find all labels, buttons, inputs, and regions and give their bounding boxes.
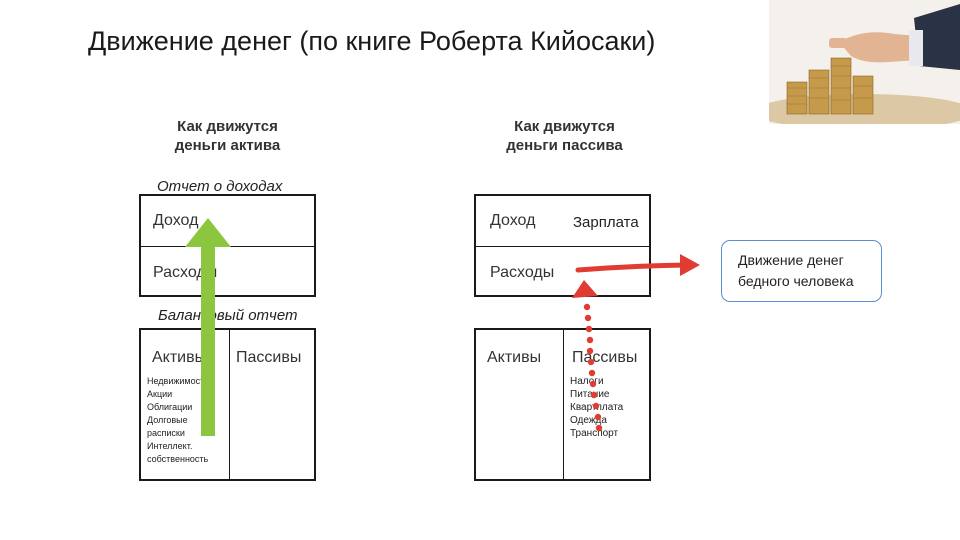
list-item: Недвижимость	[147, 376, 209, 386]
asset-heading-line2: деньги актива	[174, 137, 281, 154]
income-statement-label: Отчет о доходах	[157, 178, 283, 195]
list-item: Одежда	[570, 415, 607, 426]
list-item: Интеллект.	[147, 441, 193, 451]
assets-list: Недвижимость Акции Облигации Долговые ра…	[147, 375, 209, 466]
asset-heading: Как движутся деньги актива	[140, 117, 315, 155]
poor-cashflow-callout: Движение денег бедного человека	[721, 240, 882, 302]
callout-line1: Движение денег	[738, 252, 844, 268]
asset-balance-sheet: Активы Пассивы Недвижимость Акции Облига…	[139, 328, 316, 481]
liabilities-label: Пассивы	[236, 349, 302, 366]
list-item: собственность	[147, 454, 209, 464]
list-item: Облигации	[147, 402, 193, 412]
divider	[229, 330, 230, 479]
liability-balance-sheet: Активы Пассивы Налоги Питание Квартплата…	[474, 328, 651, 481]
callout-line2: бедного человека	[738, 273, 854, 289]
divider	[476, 246, 649, 247]
liability-heading-line2: деньги пассива	[506, 137, 623, 154]
list-item: Акции	[147, 389, 173, 399]
red-dotted-arrow	[572, 280, 603, 432]
list-item: Долговые	[147, 415, 188, 425]
income-label: Доход	[153, 212, 199, 229]
list-item: Транспорт	[570, 428, 619, 439]
list-item: Питание	[570, 389, 610, 400]
liability-heading-line1: Как движутся	[514, 118, 615, 135]
balance-sheet-label: Балансовый отчет	[158, 307, 298, 324]
income-label: Доход	[490, 212, 536, 229]
expenses-label: Расходы	[490, 264, 555, 281]
asset-heading-line1: Как движутся	[177, 118, 278, 135]
list-item: расписки	[147, 428, 185, 438]
assets-label: Активы	[152, 349, 207, 366]
assets-label: Активы	[487, 349, 542, 366]
list-item: Налоги	[570, 376, 604, 387]
liability-income-statement: Доход Зарплата Расходы	[474, 194, 651, 297]
salary-label: Зарплата	[573, 214, 639, 231]
liability-heading: Как движутся деньги пассива	[477, 117, 652, 155]
divider	[563, 330, 564, 479]
page-title: Движение денег (по книге Роберта Кийосак…	[88, 26, 656, 56]
red-right-arrow	[575, 254, 700, 276]
coins-photo	[769, 0, 960, 124]
green-up-arrow	[185, 218, 231, 436]
